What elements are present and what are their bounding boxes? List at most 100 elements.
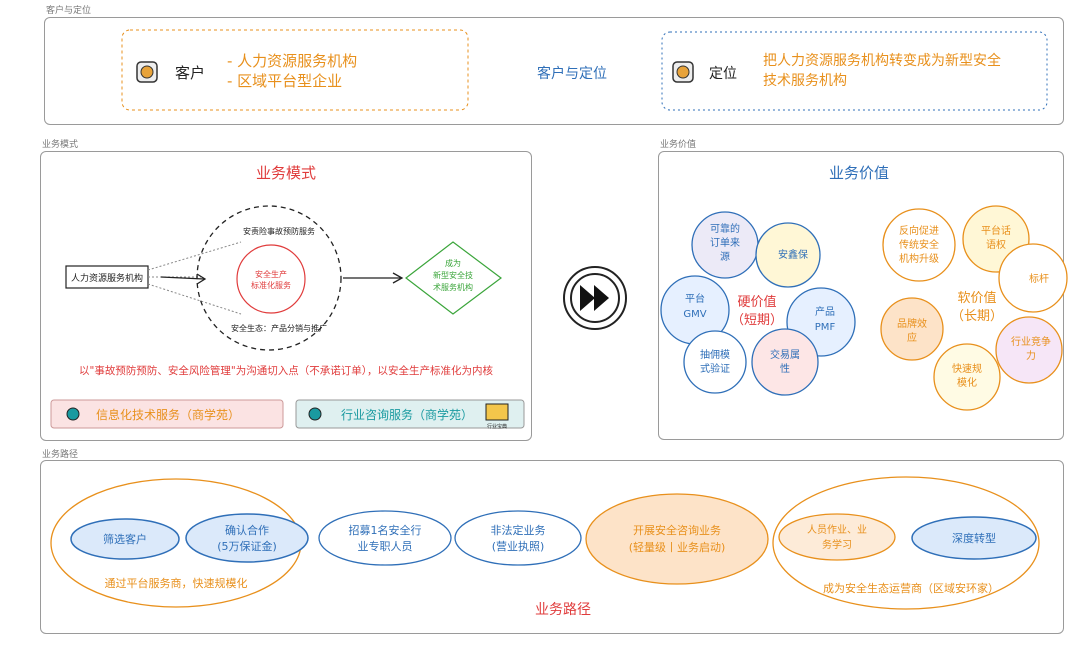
soft-bubble-4 (880, 297, 944, 361)
hard-item-3-line-1: 平台 (685, 292, 705, 305)
soft-item-5-line-1: 行业竞争 (1011, 335, 1051, 348)
source-node-label: 人力资源服务机构 (71, 272, 143, 284)
path-step-2-line-1: 确认合作 (225, 523, 269, 537)
soft-item-2-line-2: 语权 (986, 238, 1006, 251)
hard-item-5-line-1: 抽佣模 (700, 348, 730, 361)
hard-bubble-5 (683, 330, 747, 394)
service-right-label: 行业咨询服务（商学苑） (341, 407, 473, 422)
soft-item-1-line-2: 传统安全 (899, 238, 939, 251)
left-group-caption: 通过平台服务商，快速规模化 (105, 576, 248, 590)
path-frame-label: 业务路径 (42, 450, 79, 460)
soft-bubble-1 (882, 208, 956, 282)
soft-bubble-6 (933, 343, 1001, 411)
hard-item-1-line-1: 可靠的 (710, 222, 740, 235)
target-line-1: 成为 (445, 258, 461, 268)
service-left-box (50, 399, 284, 429)
right-group-ellipse (772, 476, 1040, 610)
position-line-2: 技术服务机构 (763, 73, 847, 89)
value-svg: 业务价值 可靠的 订单来 源 安鑫保 平台 GMV 产品 PMF 抽佣模 式验证… (660, 164, 1068, 411)
customer-icon-dot (140, 65, 154, 79)
service-right-box (295, 399, 525, 429)
service-left-icon (66, 407, 80, 421)
hard-value-subtitle: （短期） (731, 313, 783, 328)
customer-box (121, 29, 469, 111)
funnel-line-bot (147, 283, 242, 315)
path-step-7 (911, 516, 1037, 560)
hard-item-1-line-3: 源 (720, 250, 730, 263)
customer-center-label: 客户与定位 (537, 65, 607, 82)
position-box (661, 31, 1048, 111)
path-step-6 (778, 513, 896, 561)
right-group-caption: 成为安全生态运营商（区域安环家） (823, 581, 999, 595)
model-title: 业务模式 (256, 164, 316, 182)
soft-item-4-line-2: 应 (907, 331, 917, 344)
customer-frame: 客户 - 人力资源服务机构 - 区域平台型企业 客户与定位 定位 把人力资源服务… (44, 17, 1064, 125)
hard-item-6-line-1: 交易属 (770, 348, 800, 361)
hard-item-1-line-2: 订单来 (710, 237, 740, 249)
fast-forward-tri-2 (594, 285, 609, 311)
path-step-4-line-1: 非法定业务 (491, 523, 546, 537)
soft-item-6-line-2: 模化 (957, 376, 977, 389)
path-step-3-line-2: 业专职人员 (358, 539, 413, 553)
fast-forward-icon (563, 266, 627, 330)
path-step-4 (454, 510, 582, 566)
hard-item-4-line-2: PMF (815, 322, 836, 333)
inner-core-line-1: 安全生产 (255, 269, 287, 279)
path-step-2 (185, 513, 309, 563)
hard-item-3-line-2: GMV (683, 309, 706, 320)
hard-bubble-2 (755, 222, 821, 288)
soft-item-1-line-3: 机构升级 (899, 252, 939, 265)
position-title: 定位 (709, 66, 737, 82)
soft-bubble-5 (995, 316, 1063, 384)
position-line-1: 把人力资源服务机构转变成为新型安全 (763, 52, 1001, 69)
soft-item-5-line-2: 力 (1026, 349, 1036, 362)
model-frame-label: 业务模式 (42, 140, 79, 150)
model-frame: 业务模式 人力资源服务机构 安责险事故预防服务 安全生产 标准化服务 安全生态：… (40, 151, 532, 441)
arrow-to-circle-head (196, 273, 207, 285)
folder-icon (485, 403, 509, 421)
path-svg: 通过平台服务商，快速规模化 筛选客户 确认合作 (5万保证金) 招募1名安全行 … (50, 476, 1040, 618)
target-diamond (405, 241, 502, 315)
path-step-3-line-1: 招募1名安全行 (349, 523, 422, 537)
path-step-7-label: 深度转型 (952, 531, 996, 545)
inner-core-line-2: 标准化服务 (251, 280, 291, 290)
path-step-1-label: 筛选客户 (103, 532, 147, 546)
target-line-2: 新型安全技 (433, 270, 473, 280)
hard-item-2: 安鑫保 (778, 248, 808, 261)
path-step-2-line-2: (5万保证金) (217, 539, 277, 553)
model-svg: 业务模式 人力资源服务机构 安责险事故预防服务 安全生产 标准化服务 安全生态：… (50, 164, 525, 430)
outer-service-circle (196, 205, 342, 351)
customer-frame-label: 客户与定位 (46, 6, 92, 16)
path-step-5-line-2: (轻量级丨业务启动) (629, 540, 726, 554)
value-title: 业务价值 (829, 164, 889, 182)
service-left-label: 信息化技术服务（商学苑） (96, 407, 240, 422)
inner-core-circle (236, 244, 306, 314)
path-step-4-line-2: (营业执照) (492, 539, 545, 553)
soft-value-subtitle: （长期） (951, 309, 1003, 324)
hard-value-title: 硬价值 (737, 294, 776, 310)
outer-bottom-label: 安全生态：产品分销与推广 (231, 323, 327, 333)
path-step-5 (585, 493, 769, 585)
model-core-text: 以"事故预防预防、安全风险管理"为沟通切入点（不承诺订单），以安全生产标准化为内… (79, 364, 493, 377)
customer-svg: 客户 - 人力资源服务机构 - 区域平台型企业 客户与定位 定位 把人力资源服务… (121, 29, 1048, 111)
path-step-6-line-1: 人员作业、业 (807, 524, 867, 536)
soft-value-title: 软价值 (957, 290, 996, 306)
value-frame: 业务价值 可靠的 订单来 源 安鑫保 平台 GMV 产品 PMF 抽佣模 式验证… (658, 151, 1068, 440)
soft-bubble-3 (998, 243, 1068, 313)
folder-caption: 行业宝典 (487, 423, 507, 430)
arrow-to-target-head (392, 272, 404, 284)
outer-top-label: 安责险事故预防服务 (243, 226, 315, 236)
fast-forward-tri-1 (580, 285, 595, 311)
hard-bubble-6 (751, 328, 819, 396)
path-frame: 通过平台服务商，快速规模化 筛选客户 确认合作 (5万保证金) 招募1名安全行 … (40, 460, 1064, 634)
soft-item-4-line-1: 品牌效 (897, 317, 927, 330)
soft-item-6-line-1: 快速规 (952, 362, 982, 375)
service-right-icon (308, 407, 322, 421)
customer-item-1: - 人力资源服务机构 (227, 52, 357, 70)
soft-item-1-line-1: 反向促进 (899, 224, 939, 237)
path-step-3 (318, 510, 452, 566)
target-line-3: 术服务机构 (433, 282, 473, 292)
hard-item-4-line-1: 产品 (815, 305, 835, 318)
position-icon-dot (676, 65, 690, 79)
funnel-line-top (147, 241, 242, 271)
